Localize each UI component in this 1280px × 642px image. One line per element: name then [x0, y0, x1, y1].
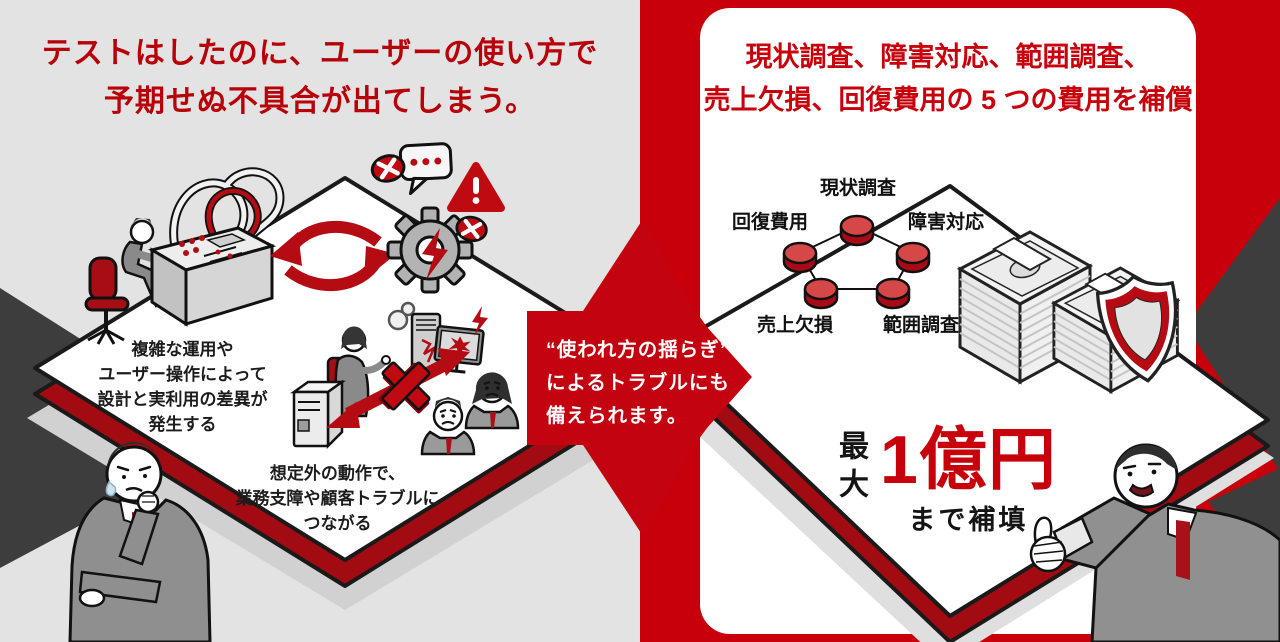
cost-node-label-hani-chousa: 範囲調査	[882, 315, 960, 336]
blocked-connection-icon	[326, 348, 470, 428]
head	[105, 445, 163, 503]
console-side	[150, 247, 188, 327]
worried-businessman	[68, 441, 212, 642]
operator-head	[129, 219, 155, 245]
red-tie	[1176, 520, 1190, 580]
cost-node	[875, 277, 911, 310]
smile	[1128, 483, 1155, 497]
operator-console-icon	[84, 218, 277, 345]
cost-pentagon-diagram	[782, 214, 931, 310]
warning-triangle-icon	[447, 162, 505, 212]
server-icon	[290, 379, 346, 450]
callout-text: “使われ方の揺らぎ” によるトラブルにも 備えられます。	[546, 339, 731, 427]
chat-bubble-icon	[398, 142, 453, 196]
suit	[68, 496, 212, 642]
sad-coworker-woman	[464, 372, 520, 430]
max-coverage: 最大 1億円 まで補填	[828, 424, 1057, 537]
cost-node-label-kaifuku-hiyou: 回復費用	[731, 212, 809, 233]
error-coin-icon	[370, 154, 406, 183]
hair	[1115, 444, 1177, 472]
error-coin-icon	[455, 215, 488, 243]
thumbs-up-businessman	[1029, 443, 1280, 642]
smoke-icon	[387, 301, 416, 331]
crash-burst	[448, 336, 471, 357]
cost-node	[895, 241, 931, 274]
cost-node	[839, 214, 875, 247]
lightning-icon	[472, 306, 488, 336]
lightning-icon	[422, 228, 448, 280]
sweat-drop	[105, 480, 117, 497]
shield-icon	[1095, 274, 1178, 383]
left-panel-title: テストはしたのに、ユーザーの使い方で 予期せぬ不具合が出てしまう。	[41, 37, 599, 118]
folded-hand	[78, 588, 106, 608]
right-panel-title: 現状調査、障害対応、範囲調査、 売上欠損、回復費用の 5 つの費用を補償	[703, 42, 1193, 115]
money-band	[991, 236, 1053, 272]
chair-seat	[84, 296, 130, 312]
cost-node	[803, 277, 839, 310]
console-screen	[206, 233, 247, 248]
max-coverage-amount: 1億円	[880, 422, 1057, 498]
cost-node	[782, 241, 818, 274]
right-scene	[656, 8, 1280, 642]
max-coverage-prefix: 最大	[834, 430, 867, 506]
sad-coworker-man	[420, 397, 476, 456]
cost-node-label-genjo-chousa: 現状調査	[819, 178, 897, 199]
right-panel: 現状調査、障害対応、範囲調査、 売上欠損、回復費用の 5 つの費用を補償 現状調…	[640, 0, 1280, 642]
unexpected-behavior-scene	[290, 301, 520, 456]
max-coverage-suffix: まで補填	[908, 505, 1029, 535]
cost-node-label-uriage-kesson: 売上欠損	[756, 315, 834, 336]
caption-unexpected-behavior: 想定外の動作で、 業務支障や顧客トラブルに つながる	[235, 464, 440, 533]
caption-operation-gap: 複雑な運用や ユーザー操作によって 設計と実利用の差異が 発生する	[97, 340, 268, 434]
cost-node-label-shougai-taiou: 障害対応	[907, 212, 985, 233]
chair-back	[88, 256, 118, 302]
console-buttons	[179, 235, 205, 256]
right-floor-wedge	[1186, 198, 1280, 472]
left-panel: テストはしたのに、ユーザーの使い方で 予期せぬ不具合が出てしまう。 複雑な運用や…	[0, 37, 640, 642]
